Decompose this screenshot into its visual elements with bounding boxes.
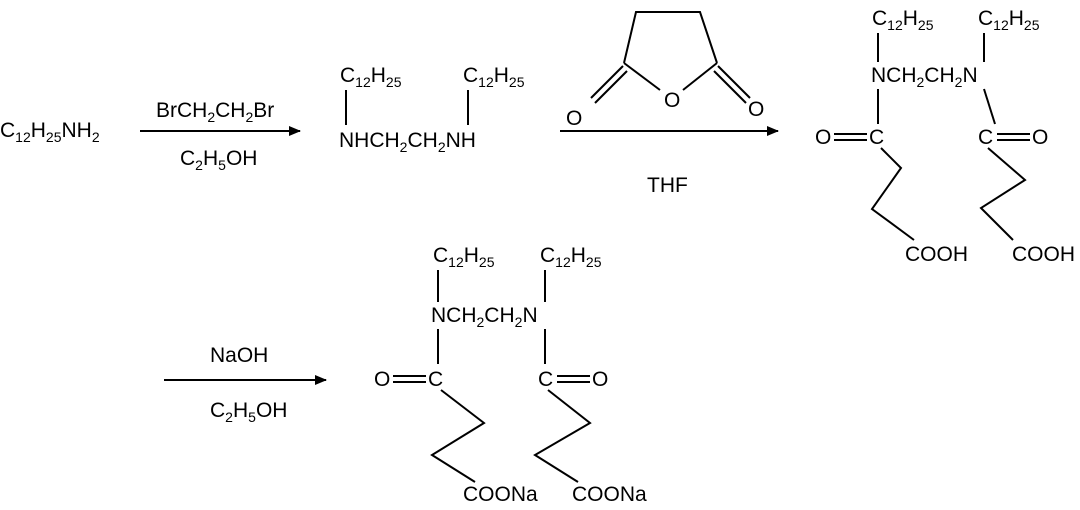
anhydride-bond-left [623, 62, 661, 91]
diacid-alkyl-left: C12H25 [872, 7, 934, 33]
diacid-end-right: COOH [1012, 243, 1075, 266]
salt-chain-right [533, 389, 592, 483]
step1-reagent: BrCH2CH2Br [156, 99, 274, 125]
diacid-bond-n-c-right [983, 88, 996, 125]
diacid-carbonyl-o-right: O [1032, 126, 1048, 149]
salt-chain: NCH2CH2N [431, 304, 538, 330]
diacid-structure: C12H25 C12H25 NCH2CH2N O C C O COOH COOH [815, 7, 1075, 266]
anhydride-double-bond-right-a [717, 65, 751, 99]
step3-solvent: C2H5OH [210, 399, 287, 425]
diacid-chain: NCH2CH2N [871, 64, 978, 90]
salt-end-left: COONa [463, 483, 538, 506]
step3-reagent: NaOH [210, 344, 268, 367]
anhydride-double-bond-left-b [594, 70, 628, 104]
diacid-carbonyl-c-left: C [869, 126, 884, 149]
diamine-alkyl-left: C12H25 [340, 64, 402, 90]
diacid-carbonyl-c-right: C [978, 126, 993, 149]
step1-solvent: C2H5OH [180, 147, 257, 173]
salt-chain-left [430, 389, 486, 483]
anhydride-oxygen-ring: O [664, 89, 680, 112]
anhydride-double-bond-left-a [590, 65, 624, 99]
anhydride-double-bond-right-b [713, 70, 747, 104]
salt-end-right: COONa [572, 483, 647, 506]
diacid-chain-right [979, 147, 1027, 241]
succinic-anhydride-structure: O O O [566, 11, 764, 130]
reactant-formula: C12H25NH2 [0, 119, 100, 145]
diamine-chain: NHCH2CH2NH [339, 129, 476, 155]
diacid-alkyl-right: C12H25 [978, 7, 1040, 33]
diacid-chain-left [870, 147, 915, 241]
anhydride-bond-right [682, 62, 718, 91]
diacid-end-left: COOH [905, 243, 968, 266]
sodium-salt-structure: C12H25 C12H25 NCH2CH2N O C C O COONa COO… [374, 244, 647, 506]
anhydride-oxygen-right: O [748, 98, 764, 121]
diacid-carbonyl-o-left: O [815, 126, 831, 149]
salt-carbonyl-o-right: O [592, 368, 608, 391]
diamine-alkyl-right: C12H25 [463, 64, 525, 90]
anhydride-oxygen-left: O [566, 107, 582, 130]
salt-carbonyl-c-right: C [538, 368, 553, 391]
salt-alkyl-right: C12H25 [540, 244, 602, 270]
step2-solvent: THF [647, 174, 688, 197]
anhydride-ring-top [623, 11, 718, 64]
salt-alkyl-left: C12H25 [433, 244, 495, 270]
salt-carbonyl-o-left: O [374, 368, 390, 391]
salt-carbonyl-c-left: C [428, 368, 443, 391]
